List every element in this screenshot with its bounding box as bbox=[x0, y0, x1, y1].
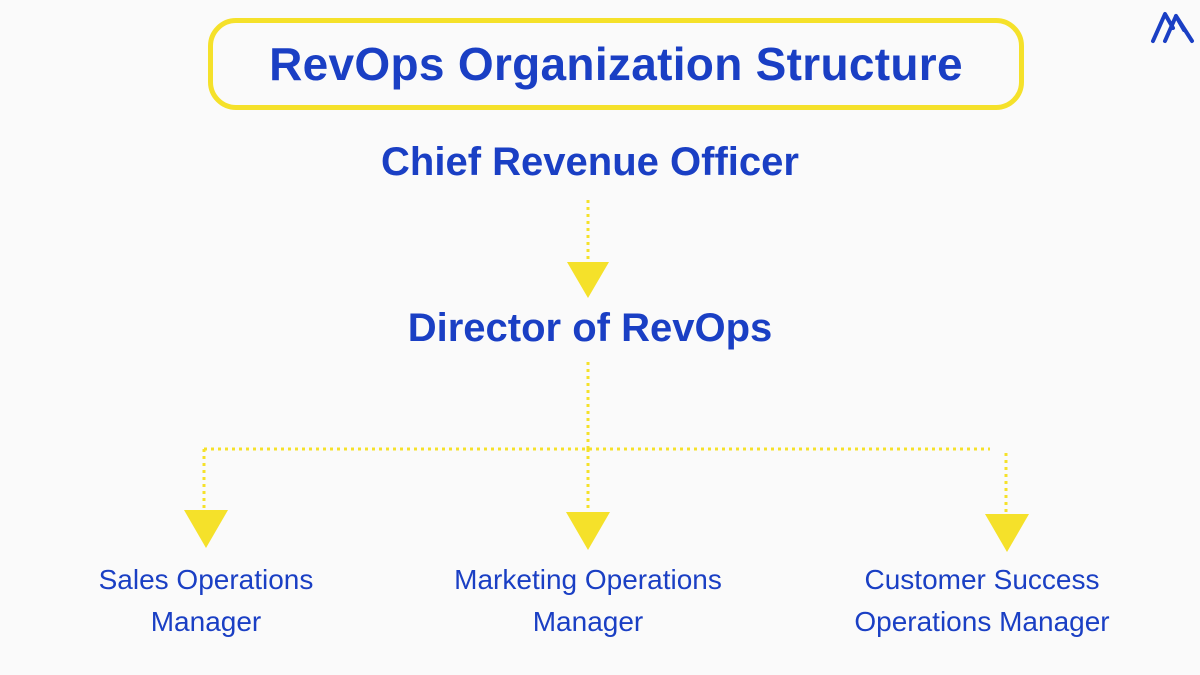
brand-logo-icon bbox=[1151, 12, 1194, 43]
node-label-line: Sales Operations bbox=[98, 564, 314, 595]
down-arrow-icon bbox=[567, 262, 609, 298]
page-title: RevOps Organization Structure bbox=[269, 38, 963, 90]
marketing-operations-manager-node: Marketing Operations Manager bbox=[418, 559, 758, 643]
down-arrow-icon bbox=[184, 510, 228, 548]
node-label-line: Marketing Operations bbox=[454, 564, 722, 595]
node-label-line: Manager bbox=[532, 606, 644, 637]
node-label-line: Manager bbox=[150, 606, 262, 637]
down-arrow-icon bbox=[985, 514, 1029, 552]
sales-operations-manager-node: Sales Operations Manager bbox=[56, 559, 356, 643]
director-of-revops-node: Director of RevOps bbox=[407, 306, 773, 350]
chief-revenue-officer-node: Chief Revenue Officer bbox=[381, 140, 799, 184]
down-arrow-icon bbox=[566, 512, 610, 550]
customer-success-operations-manager-node: Customer Success Operations Manager bbox=[822, 559, 1142, 643]
node-label-line: Operations Manager bbox=[854, 606, 1110, 637]
node-label-line: Customer Success bbox=[864, 564, 1100, 595]
title-frame: RevOps Organization Structure bbox=[208, 18, 1024, 110]
